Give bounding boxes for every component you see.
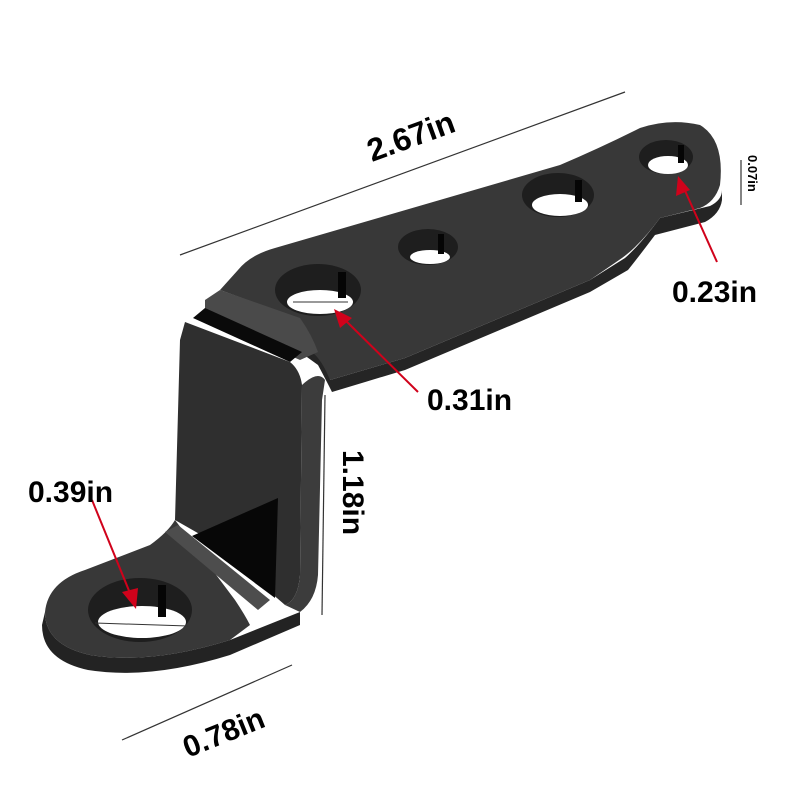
large-hole-label: 0.39in bbox=[28, 476, 113, 509]
height-label: 1.18in bbox=[336, 450, 369, 535]
leg-shadow bbox=[192, 498, 278, 598]
upper-bend-highlight bbox=[205, 290, 318, 360]
length-label: 2.67in bbox=[362, 104, 460, 169]
arrow-small-hole bbox=[676, 176, 718, 263]
arrow-large-hole bbox=[91, 499, 138, 609]
length-dimension-line bbox=[179, 91, 626, 256]
mid-hole-label: 0.31in bbox=[427, 384, 512, 417]
foot-width-dimension-line bbox=[121, 664, 293, 741]
arrow-mid-hole bbox=[334, 309, 419, 393]
thickness-label: 0.07in bbox=[745, 155, 760, 192]
hole-small bbox=[639, 140, 693, 174]
hole-large bbox=[88, 578, 192, 642]
foot-width-label: 0.78in bbox=[178, 702, 269, 764]
lower-foot-side-face bbox=[42, 612, 300, 673]
small-hole-label: 0.23in bbox=[672, 276, 757, 309]
lower-bend-highlight bbox=[165, 525, 270, 610]
hole-mid-right bbox=[522, 173, 594, 217]
bracket bbox=[42, 122, 722, 673]
vertical-leg-side bbox=[285, 376, 325, 612]
height-dimension-line bbox=[321, 394, 326, 616]
hole-mini bbox=[398, 229, 458, 265]
hole-mid bbox=[275, 264, 361, 316]
upper-bend-dark-stripe bbox=[193, 308, 302, 362]
